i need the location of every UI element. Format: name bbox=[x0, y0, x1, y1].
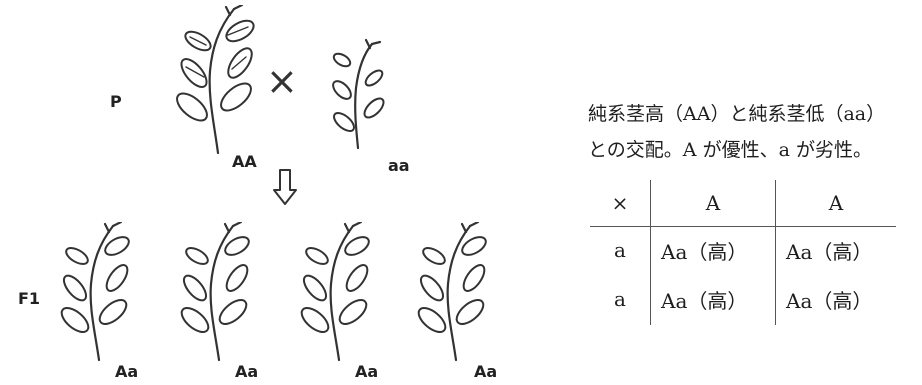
offspring-genotype-1: Aa bbox=[115, 362, 139, 381]
plant-sprig-icon bbox=[332, 38, 385, 150]
down-arrow-icon bbox=[272, 168, 298, 210]
cross-description: 純系茎高（AA）と純系茎低（aa） との交配。A が優性、a が劣性。 bbox=[588, 96, 922, 168]
punnett-cell: Aa（高） bbox=[650, 273, 776, 325]
punnett-row-header: a bbox=[590, 273, 651, 325]
punnett-row-header: a bbox=[590, 226, 651, 273]
cross-symbol: × bbox=[266, 59, 298, 103]
offspring-plant-3 bbox=[295, 222, 375, 362]
generation-label-f1: F1 bbox=[18, 289, 41, 308]
description-line-1: 純系茎高（AA）と純系茎低（aa） bbox=[588, 103, 886, 125]
description-line-2: との交配。A が優性、a が劣性。 bbox=[588, 139, 872, 161]
parent-genotype-aa-lower: aa bbox=[388, 156, 410, 175]
plant-sprig-icon bbox=[180, 222, 250, 362]
plant-sprig-icon bbox=[60, 222, 130, 362]
punnett-col-header: A bbox=[650, 180, 776, 227]
generation-label-p: P bbox=[110, 92, 122, 111]
offspring-plant-2 bbox=[175, 222, 255, 362]
offspring-genotype-4: Aa bbox=[474, 362, 498, 381]
plant-sprig-icon bbox=[417, 222, 487, 362]
punnett-square: × A A a Aa（高） Aa（高） a Aa（高） Aa（高） bbox=[590, 180, 896, 325]
punnett-row: a Aa（高） Aa（高） bbox=[590, 226, 896, 273]
plant-sprig-icon bbox=[176, 5, 255, 155]
punnett-header-row: × A A bbox=[590, 180, 896, 227]
punnett-col-header: A bbox=[775, 180, 896, 227]
plant-sprig-icon bbox=[300, 222, 370, 362]
parent-genotype-aa-upper: AA bbox=[232, 152, 257, 171]
punnett-cell: Aa（高） bbox=[786, 288, 873, 313]
punnett-corner: × bbox=[590, 180, 651, 227]
parent-plant-tall bbox=[168, 5, 264, 155]
punnett-row: a Aa（高） Aa（高） bbox=[590, 273, 896, 325]
offspring-genotype-2: Aa bbox=[235, 362, 259, 381]
punnett-cell: Aa（高） bbox=[650, 226, 776, 273]
offspring-plant-4 bbox=[412, 222, 492, 362]
punnett-cell: Aa（高） bbox=[786, 239, 873, 264]
offspring-plant-1 bbox=[55, 222, 135, 362]
offspring-genotype-3: Aa bbox=[355, 362, 379, 381]
parent-plant-short bbox=[328, 38, 390, 150]
